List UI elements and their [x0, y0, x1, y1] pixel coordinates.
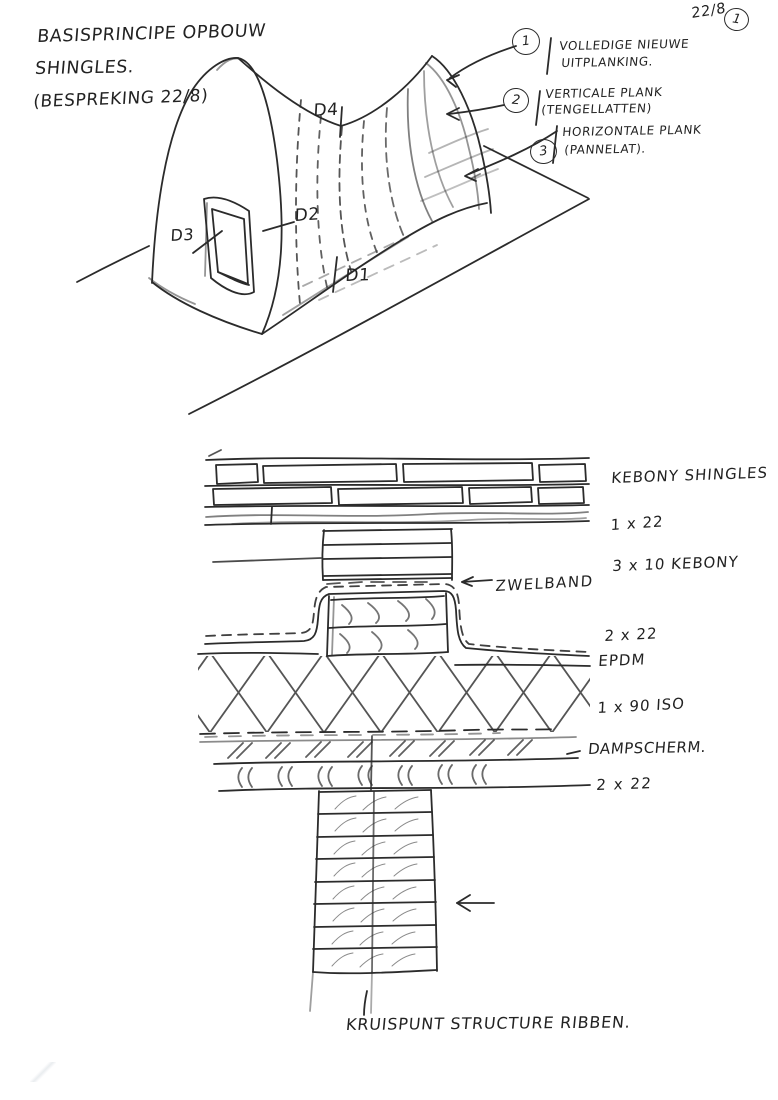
callout-3-text-line1: HORIZONTALE PLANK [561, 122, 703, 140]
marker-d4: D4 [312, 99, 340, 122]
dampscherm-line [199, 728, 560, 738]
label-2x22-lower: 2 x 22 [595, 774, 654, 795]
roof-plank-lines [295, 70, 499, 305]
sheet-title-line2: SHINGLES. [34, 57, 135, 80]
building-outline [148, 55, 492, 335]
section-detail [197, 449, 591, 1016]
callout-2-number: 2 [511, 92, 521, 109]
callout-1-text-line1: VOLLEDIGE NIEUWE [558, 36, 690, 54]
dimension-ticks [192, 106, 343, 293]
callout-2-text-line2: (TENGELLATTEN) [540, 101, 653, 118]
label-2x22-upper: 2 x 22 [604, 624, 658, 646]
rib-arrow [456, 894, 495, 912]
batten-stack [321, 528, 454, 581]
marker-d2: D2 [294, 204, 321, 227]
paper-smudge [30, 1062, 56, 1082]
ground-plane [76, 145, 590, 415]
callout-1-number: 1 [521, 33, 531, 50]
section-caption: KRUISPUNT STRUCTURE RIBBEN. [345, 1012, 632, 1035]
label-dampscherm: DAMPSCHERM. [587, 737, 707, 759]
label-1x22-top: 1 x 22 [610, 512, 664, 535]
shingle-courses [204, 449, 590, 506]
sheet-number: 1 [731, 11, 742, 28]
insulation-layer [197, 651, 591, 732]
callout-1-text-line2: UITPLANKING. [560, 54, 654, 71]
structure-rib [309, 789, 438, 1014]
callout-3-text-line2: (PANNELAT). [563, 141, 647, 158]
plank-layer-top [204, 504, 590, 563]
callout-arrows [446, 37, 558, 182]
label-epdm: EPDM [597, 650, 646, 671]
zwelband-wrap [204, 576, 590, 657]
window [203, 196, 255, 296]
timber-block [326, 592, 449, 657]
marker-d3: D3 [170, 224, 195, 246]
plank-layer-bottom [199, 735, 591, 792]
marker-d1: D1 [344, 265, 372, 287]
callout-2-text-line1: VERTICALE PLANK [544, 84, 664, 102]
callout-3-number: 3 [538, 143, 549, 160]
caption-tick [363, 990, 368, 1016]
